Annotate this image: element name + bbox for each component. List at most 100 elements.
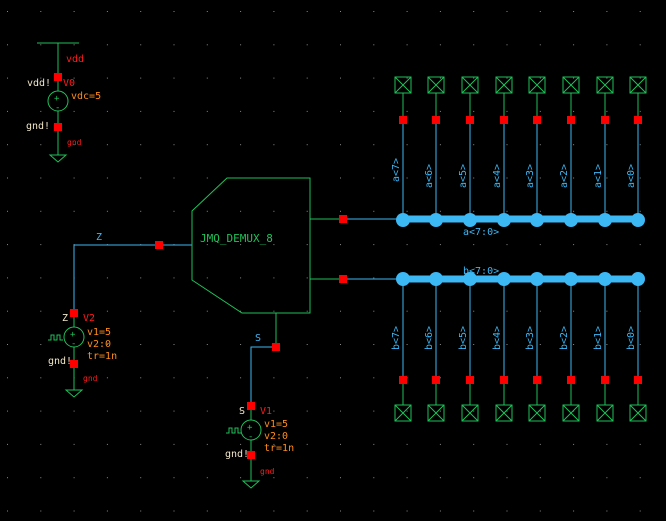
pin[interactable]	[272, 343, 280, 351]
demux-block[interactable]: JMQ_DEMUX_8	[191, 177, 343, 347]
param: vdc=5	[71, 91, 101, 102]
instance-name: V0	[63, 78, 75, 89]
net-label-a: a<0>	[626, 164, 637, 188]
pin[interactable]	[601, 376, 609, 384]
pin[interactable]	[533, 116, 541, 124]
net-label: gnd	[260, 467, 275, 476]
pulse-icon	[226, 427, 241, 434]
io-pin-b[interactable]	[629, 404, 647, 422]
bus-ripper	[463, 213, 477, 227]
net-label-b: b<2>	[559, 326, 570, 350]
pin[interactable]	[601, 116, 609, 124]
pin[interactable]	[466, 116, 474, 124]
ground-icon	[241, 480, 261, 489]
net-label-b: b<6>	[424, 326, 435, 350]
param: v2:0	[264, 431, 288, 442]
net-label-b: b<3>	[525, 326, 536, 350]
ground-icon	[48, 154, 68, 163]
global-label: vdd!	[27, 78, 51, 89]
net-label: gnd	[83, 374, 98, 383]
pin[interactable]	[500, 116, 508, 124]
param: v1=5	[87, 327, 111, 338]
svg-text:+: +	[70, 330, 76, 340]
svg-text:-: -	[248, 432, 253, 442]
svg-text:+: +	[247, 423, 253, 433]
pin[interactable]	[634, 116, 642, 124]
net-label: gnd	[67, 138, 82, 147]
pin[interactable]	[247, 402, 255, 410]
bus-ripper	[598, 213, 612, 227]
net-label-a: a<3>	[525, 164, 536, 188]
net-label-b: b<1>	[593, 326, 604, 350]
net-label-a: a<7>	[391, 158, 402, 182]
io-pin-b[interactable]	[562, 404, 580, 422]
pin[interactable]	[70, 309, 78, 317]
pin[interactable]	[399, 376, 407, 384]
bus-label-b: b<7:0>	[463, 266, 499, 277]
pin[interactable]	[432, 116, 440, 124]
net-label-b: b<5>	[458, 326, 469, 350]
pin[interactable]	[54, 73, 62, 81]
pin[interactable]	[247, 451, 255, 459]
svg-text:-: -	[55, 103, 60, 113]
pin[interactable]	[634, 376, 642, 384]
param: v1=5	[264, 419, 288, 430]
pin[interactable]	[399, 116, 407, 124]
svg-text:+: +	[54, 94, 60, 104]
global-label: gnd!	[225, 449, 249, 460]
pin[interactable]	[466, 376, 474, 384]
net-label-a: a<1>	[593, 164, 604, 188]
pin[interactable]	[155, 241, 163, 249]
io-pin-b[interactable]	[427, 404, 445, 422]
net-label-b: b<4>	[492, 326, 503, 350]
bus-label-a: a<7:0>	[463, 227, 499, 238]
net-label-s: S	[255, 333, 261, 344]
pin[interactable]	[567, 376, 575, 384]
bus-ripper	[396, 213, 410, 227]
global-label: gnd!	[48, 356, 72, 367]
ground-icon	[64, 389, 84, 398]
pin[interactable]	[500, 376, 508, 384]
pin[interactable]	[432, 376, 440, 384]
pulse-icon	[48, 334, 63, 341]
io-pin-b[interactable]	[461, 404, 479, 422]
net-label-a: a<5>	[458, 164, 469, 188]
net-label-z: Z	[96, 232, 102, 243]
bus-ripper	[564, 213, 578, 227]
bus-ripper	[429, 213, 443, 227]
io-pin-b[interactable]	[394, 404, 412, 422]
svg-text:-: -	[71, 339, 76, 349]
instance-name: V1	[260, 406, 272, 417]
source-v2[interactable]: + - Z V2 v1=5 v2:0 tr=1n gnd! gnd	[48, 309, 117, 398]
io-pin-b[interactable]	[495, 404, 513, 422]
net-label-a: a<6>	[424, 164, 435, 188]
io-pin-b[interactable]	[596, 404, 614, 422]
io-pin-b[interactable]	[528, 404, 546, 422]
net-label: vdd	[66, 54, 84, 65]
wire-s[interactable]	[250, 346, 276, 405]
pin[interactable]	[70, 360, 78, 368]
bus-ripper	[530, 213, 544, 227]
global-label: gnd!	[26, 121, 50, 132]
param: tr=1n	[87, 351, 117, 362]
param: v2:0	[87, 339, 111, 350]
net-label: Z	[62, 313, 68, 324]
net-label-a: a<4>	[492, 164, 503, 188]
instance-name: JMQ_DEMUX_8	[200, 232, 273, 245]
pin[interactable]	[339, 275, 347, 283]
pin[interactable]	[54, 123, 62, 131]
instance-name: V2	[83, 313, 95, 324]
net-label-a: a<2>	[559, 164, 570, 188]
wire-z[interactable]	[73, 244, 192, 313]
net-label: S	[239, 406, 245, 417]
source-v0[interactable]: + - vdd vdd! V0 vdc=5 gnd! gnd	[26, 42, 101, 163]
source-v1[interactable]: + - S V1 v1=5 v2:0 tr=1n gnd! gnd	[225, 402, 294, 489]
pin[interactable]	[567, 116, 575, 124]
net-label-b: b<0>	[626, 326, 637, 350]
pin[interactable]	[339, 215, 347, 223]
net-label-b: b<7>	[391, 326, 402, 350]
param: tr=1n	[264, 443, 294, 454]
pin[interactable]	[533, 376, 541, 384]
